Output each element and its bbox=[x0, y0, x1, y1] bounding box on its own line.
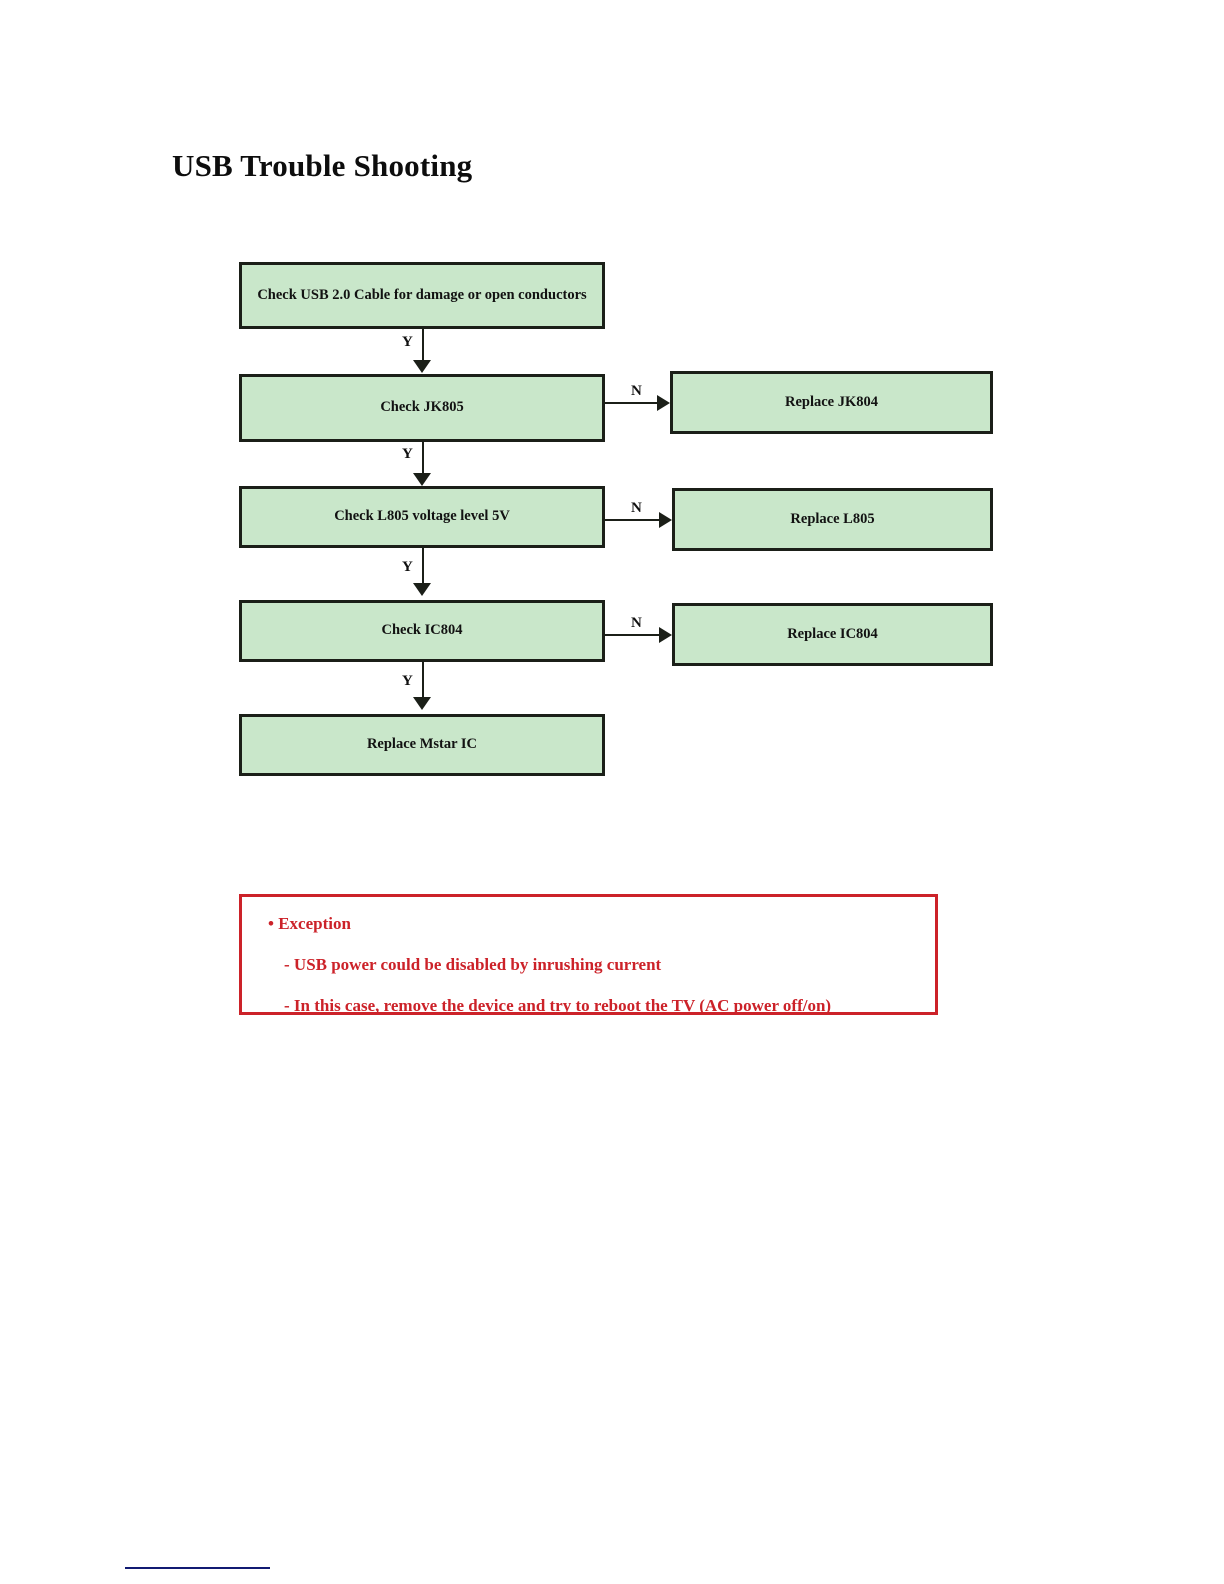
connector-line-yes-2 bbox=[422, 442, 424, 475]
connector-label-no-1: N bbox=[631, 383, 642, 399]
connector-label-yes-4: Y bbox=[402, 673, 413, 689]
flow-box-label: Replace JK804 bbox=[784, 393, 879, 410]
flow-box-label: Replace IC804 bbox=[787, 625, 878, 642]
connector-line-no-1 bbox=[605, 402, 661, 404]
footer-divider-rule bbox=[125, 1567, 270, 1569]
arrow-head-down-4 bbox=[413, 697, 431, 710]
flow-box-check-cable: Check USB 2.0 Cable for damage or open c… bbox=[239, 262, 605, 329]
flow-box-label: Replace Mstar IC bbox=[366, 736, 478, 753]
connector-label-no-3: N bbox=[631, 615, 642, 631]
connector-line-no-3 bbox=[605, 634, 663, 636]
arrow-head-down-3 bbox=[413, 583, 431, 596]
arrow-head-down-2 bbox=[413, 473, 431, 486]
exception-item: - USB power could be disabled by inrushi… bbox=[284, 955, 662, 974]
arrow-head-right-2 bbox=[659, 512, 672, 528]
flow-box-check-l805: Check L805 voltage level 5V bbox=[239, 486, 605, 548]
exception-title: • Exception bbox=[268, 914, 351, 933]
connector-label-yes-2: Y bbox=[402, 446, 413, 462]
exception-note-box: • Exception - USB power could be disable… bbox=[239, 894, 938, 1015]
flow-box-label: Replace L805 bbox=[790, 510, 875, 527]
exception-item: - In this case, remove the device and tr… bbox=[284, 996, 832, 1015]
flow-box-replace-ic804: Replace IC804 bbox=[672, 603, 993, 666]
flow-box-label: Check L805 voltage level 5V bbox=[334, 508, 510, 525]
arrow-head-right-1 bbox=[657, 395, 670, 411]
connector-line-no-2 bbox=[605, 519, 663, 521]
flow-box-label: Check JK805 bbox=[380, 399, 464, 416]
connector-line-yes-4 bbox=[422, 662, 424, 699]
arrow-head-down-1 bbox=[413, 360, 431, 373]
connector-line-yes-1 bbox=[422, 329, 424, 362]
connector-label-no-2: N bbox=[631, 500, 642, 516]
flow-box-label: Check USB 2.0 Cable for damage or open c… bbox=[257, 286, 587, 303]
arrow-head-right-3 bbox=[659, 627, 672, 643]
flow-box-replace-jk804: Replace JK804 bbox=[670, 371, 993, 434]
connector-label-yes-1: Y bbox=[402, 334, 413, 350]
connector-label-yes-3: Y bbox=[402, 559, 413, 575]
flow-box-label: Check IC804 bbox=[381, 622, 463, 639]
flow-box-check-ic804: Check IC804 bbox=[239, 600, 605, 662]
flow-box-replace-mstar: Replace Mstar IC bbox=[239, 714, 605, 776]
flow-box-replace-l805: Replace L805 bbox=[672, 488, 993, 551]
flow-box-check-jk805: Check JK805 bbox=[239, 374, 605, 442]
page-title: USB Trouble Shooting bbox=[172, 148, 473, 183]
connector-line-yes-3 bbox=[422, 548, 424, 585]
